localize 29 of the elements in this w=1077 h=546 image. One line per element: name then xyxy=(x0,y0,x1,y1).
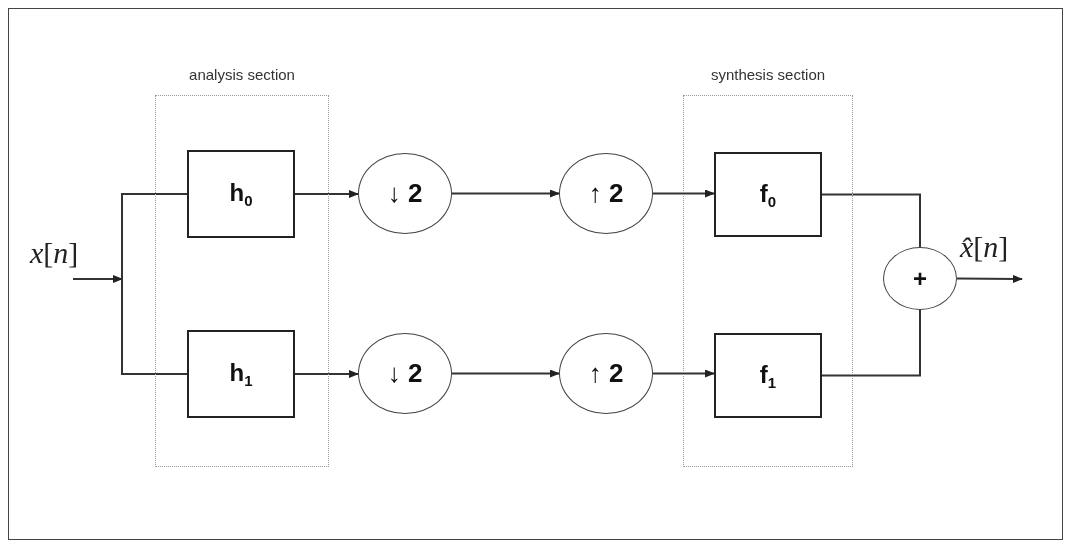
arrow xyxy=(956,274,1023,283)
signal-label: x̂[n] xyxy=(960,232,1009,262)
filter-box xyxy=(187,330,295,418)
connector-line xyxy=(821,193,921,248)
filter-label: f$_{1}$ xyxy=(759,360,777,391)
arrow xyxy=(652,189,715,198)
filter-label: h$_{1}$ xyxy=(229,359,253,389)
section-heading: analysis section xyxy=(189,66,295,83)
arrow xyxy=(652,369,715,378)
sampling-label: ↑ 2 xyxy=(588,358,624,389)
connector-line xyxy=(821,309,921,377)
filter-label: f$_{0}$ xyxy=(759,179,777,210)
sampling-label: ↓ 2 xyxy=(387,358,423,389)
plus-sign: + xyxy=(913,264,927,293)
filter-box xyxy=(714,152,822,237)
sampling-label: ↑ 2 xyxy=(588,178,624,209)
arrow xyxy=(451,189,560,198)
filter-label: h$_{0}$ xyxy=(229,179,253,209)
section-heading: synthesis section xyxy=(710,66,826,83)
arrow xyxy=(294,190,359,198)
signal-label: x[n] xyxy=(30,238,79,268)
branch-line xyxy=(121,278,188,375)
arrow xyxy=(451,369,560,378)
branch-line xyxy=(121,193,188,280)
filter-box xyxy=(714,333,822,418)
arrow xyxy=(294,370,359,378)
input-arrow xyxy=(72,275,123,283)
filter-box xyxy=(187,150,295,238)
sampling-label: ↓ 2 xyxy=(387,178,423,209)
